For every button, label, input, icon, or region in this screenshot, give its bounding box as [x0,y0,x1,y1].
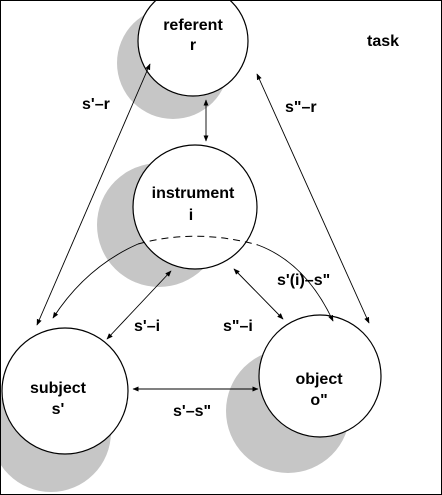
subject-name: subject [30,380,87,397]
subject-symbol: s' [52,401,65,418]
edge-label-subject-object: s'–s" [173,403,211,420]
instrument-name: instrument [152,185,235,202]
arrow-object-referent [256,73,370,324]
edge-label-mediated: s'(i)–s" [277,272,330,289]
instrument-symbol: i [189,207,193,224]
arrow-subject-referent [36,63,151,326]
edge-label-subject-referent: s'–r [82,96,110,113]
object-name: object [295,371,343,388]
object-symbol: o" [310,392,327,409]
arrow-mediation-left [52,243,139,319]
edge-label-object-instrument: s"–i [223,318,253,335]
instrument-node: instrument i [132,144,258,270]
referent-node: referent r [137,1,249,97]
arrow-subject-instrument [106,270,172,340]
mediation-arc-dashed [137,235,259,246]
edge-label-object-referent: s"–r [285,99,317,116]
arrow-mediation-right [257,244,334,322]
edge-label-subject-instrument: s'–i [134,318,160,335]
referent-name: referent [163,17,223,34]
subject-node: subject s' [1,327,129,455]
object-node: object o" [258,314,382,438]
referent-symbol: r [190,37,196,54]
arrow-object-instrument [233,268,284,320]
task-label: task [367,33,399,50]
